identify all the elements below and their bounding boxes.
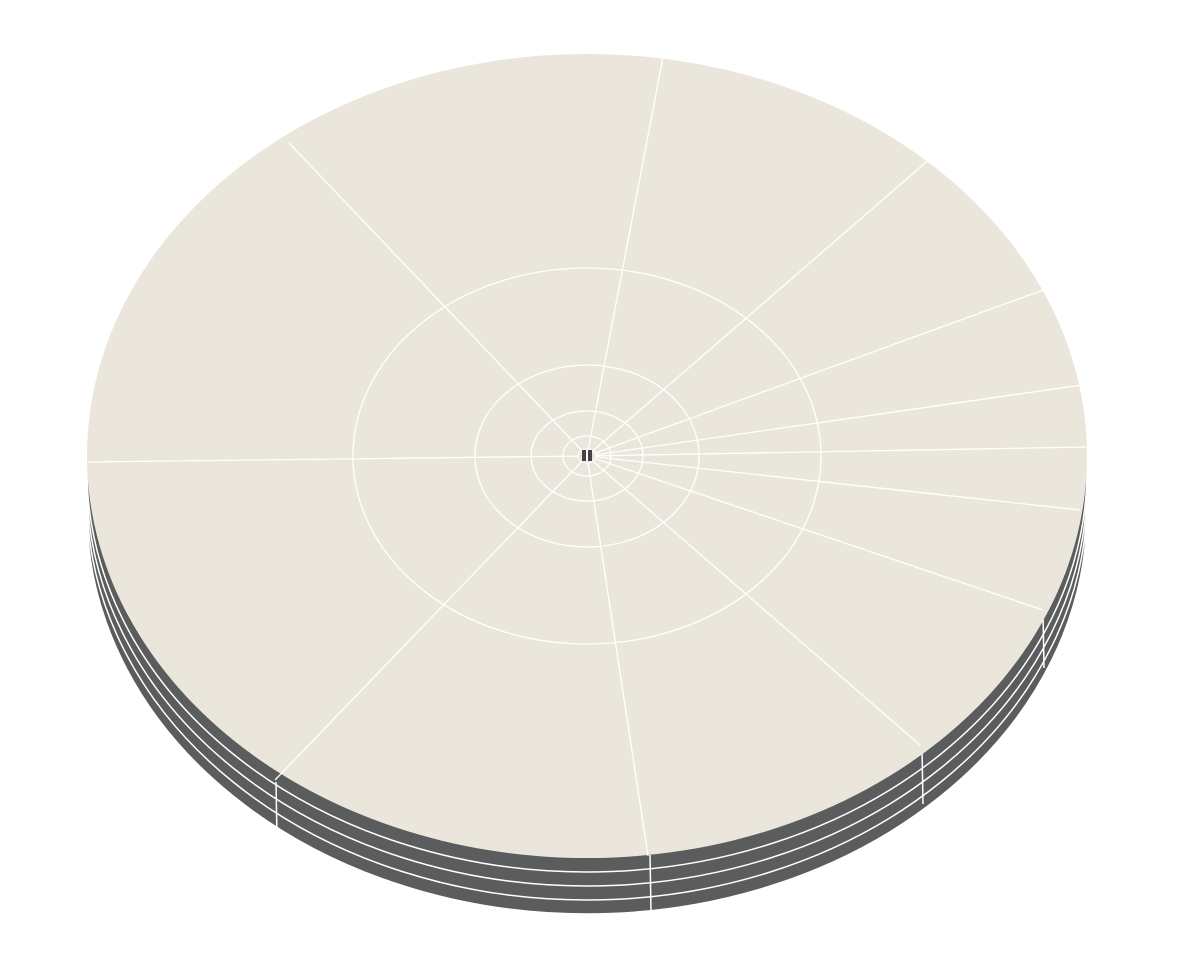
- side-seam-line: [921, 747, 924, 805]
- radial-line: [87, 455, 588, 463]
- concentric-ring: [352, 267, 822, 645]
- side-seam-line: [649, 854, 652, 912]
- radial-line: [586, 156, 933, 457]
- center-hole-divider: [586, 450, 588, 461]
- radial-line: [274, 455, 588, 781]
- center-hole: [577, 448, 597, 464]
- radial-line: [288, 142, 588, 457]
- radial-line: [586, 455, 921, 746]
- concentric-ring: [474, 364, 700, 548]
- radial-line: [586, 288, 1047, 457]
- radial-line: [586, 455, 1044, 611]
- concentric-ring: [530, 410, 644, 502]
- radial-line: [586, 384, 1083, 457]
- radial-mesh-lines: [87, 56, 1087, 857]
- radial-line: [586, 455, 1081, 511]
- side-seam-line: [275, 781, 278, 839]
- radial-line: [586, 455, 649, 857]
- side-seam-line: [1042, 611, 1045, 669]
- radial-line: [586, 56, 664, 457]
- radial-line: [586, 446, 1087, 457]
